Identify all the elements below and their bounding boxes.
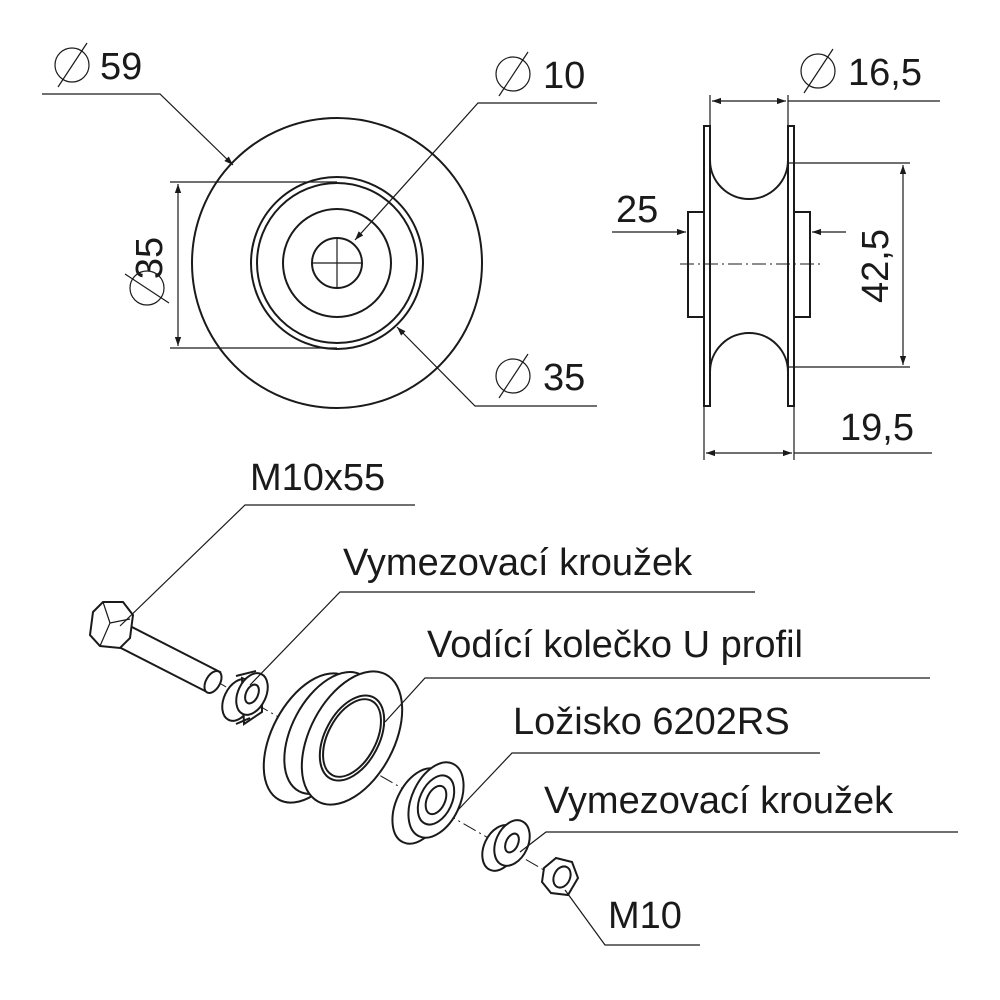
dim-outer-diameter: 59: [42, 42, 234, 166]
bearing-label: Ložisko 6202RS: [513, 701, 790, 743]
diameter-symbol-icon: [495, 51, 531, 97]
spacer-2-label: Vymezovací kroužek: [544, 780, 894, 822]
bore-diameter-value: 10: [543, 55, 585, 97]
total-width-value: 19,5: [840, 407, 914, 449]
diameter-symbol-icon: [54, 42, 90, 88]
groove-bottom-value: 42,5: [855, 229, 897, 303]
hub-value: 25: [616, 189, 658, 231]
hub-inner-circle: [256, 182, 418, 344]
bolt-label: M10x55: [250, 457, 385, 499]
groove-bottom: [709, 332, 789, 402]
spacer-1-label: Vymezovací kroužek: [343, 542, 693, 584]
dim-total-width: 19,5: [703, 406, 932, 460]
bearing-6202rs: [391, 761, 465, 845]
dim-groove-bottom: 42,5: [788, 162, 910, 368]
outer-diameter-value: 59: [100, 46, 142, 88]
groove-width-value: 16,5: [848, 52, 922, 94]
label-spacer-2: Vymezovací kroužek: [519, 780, 958, 853]
label-nut: M10: [564, 889, 700, 946]
diameter-symbol-icon: [495, 353, 531, 399]
wheel-outer-circle: [191, 117, 483, 409]
nut-label: M10: [608, 895, 682, 937]
dim-groove-width: 16,5: [709, 48, 940, 126]
label-bolt: M10x55: [119, 457, 415, 627]
front-view: 59 10 35: [42, 42, 597, 409]
hub-diameter-right-value: 35: [543, 357, 585, 399]
dim-hub-diameter-left: 35: [124, 181, 337, 349]
spacer-ring-2: [481, 819, 531, 872]
diameter-symbol-icon: [800, 48, 836, 94]
groove-top: [709, 130, 789, 200]
hub-diameter-left-value: 35: [129, 237, 171, 279]
dim-bore-diameter: 10: [354, 51, 597, 241]
spacer-ring-1: [221, 670, 269, 726]
u-profile-wheel: [262, 670, 404, 806]
nut-m10: [540, 856, 580, 897]
wheel-label: Vodící kolečko U profil: [427, 624, 803, 666]
label-bearing: Ložisko 6202RS: [457, 701, 820, 811]
dim-hub-diameter-right: 35: [396, 326, 597, 407]
diameter-symbol-icon: [124, 270, 170, 306]
bearing-circle: [282, 208, 392, 318]
bolt-m10x55: [88, 601, 223, 694]
exploded-view: M10x55 Vymezovací kroužek Vodící kolečko…: [88, 457, 958, 946]
side-view: 16,5 25 42,5 19,5: [612, 48, 940, 460]
dim-hub: 25: [612, 189, 846, 236]
label-wheel: Vodící kolečko U profil: [384, 624, 930, 723]
label-spacer-1: Vymezovací kroužek: [249, 542, 755, 686]
hub-outer-circle: [250, 176, 424, 350]
